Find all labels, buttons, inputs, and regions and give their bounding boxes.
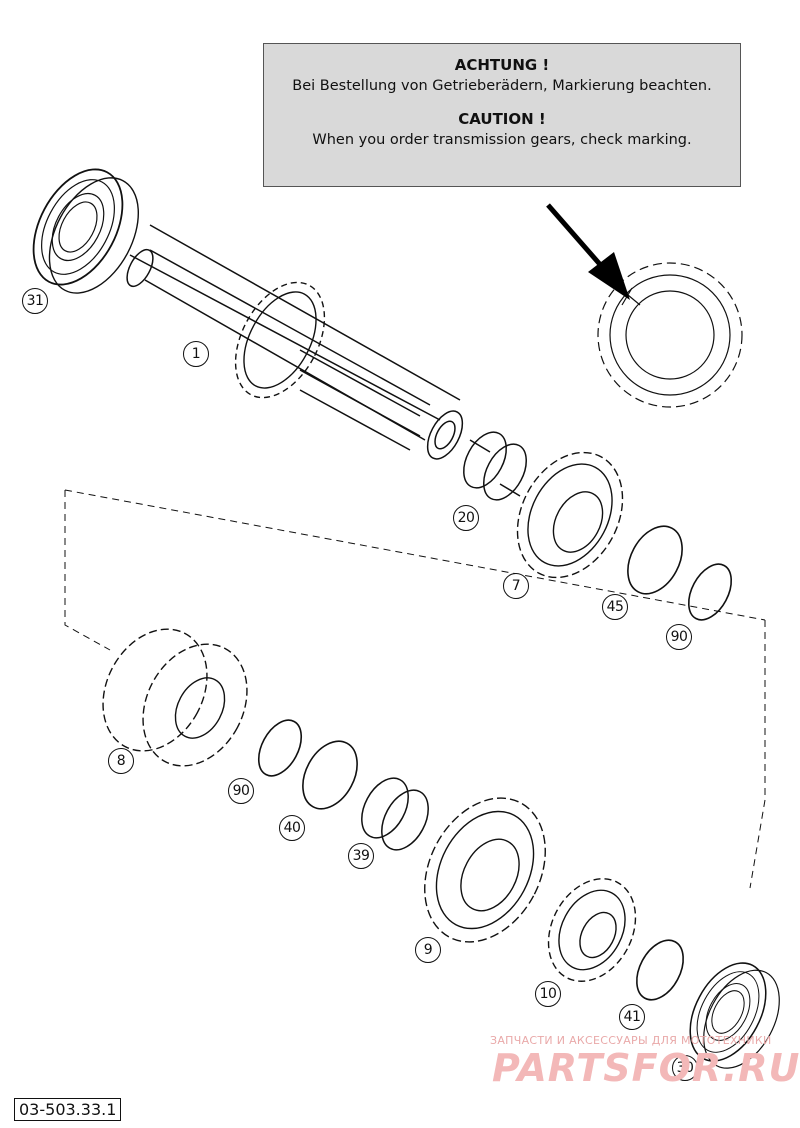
- arrow-indicator: [546, 203, 630, 300]
- notice-title-en: CAUTION !: [458, 110, 546, 128]
- callout-9: 9: [415, 937, 441, 963]
- watermark-tagline: ЗАПЧАСТИ И АКСЕССУАРЫ ДЛЯ МОТОТЕХНИКИ: [490, 1034, 772, 1047]
- caution-notice: ACHTUNG ! Bei Bestellung von Getrieberäd…: [263, 43, 741, 187]
- washer-45: [627, 525, 683, 595]
- callout-45: 45: [602, 594, 628, 620]
- notice-text-de: Bei Bestellung von Getrieberädern, Marki…: [292, 78, 712, 94]
- shaft-gear-teeth: [234, 281, 326, 399]
- callout-30: 30: [672, 1055, 698, 1081]
- washer-41: [636, 939, 684, 1001]
- notice-title-de: ACHTUNG !: [454, 56, 550, 74]
- callout-40: 40: [279, 815, 305, 841]
- washer-40: [302, 740, 358, 810]
- gear-8: [102, 628, 248, 767]
- callout-39: 39: [348, 843, 374, 869]
- marked-gear: [597, 262, 743, 408]
- bush-39: [361, 777, 429, 851]
- watermark-logo: PARTSFOR.RU: [492, 1046, 800, 1090]
- part-number-label: 03-503.33.1: [14, 1098, 122, 1121]
- gear-7: [516, 451, 624, 579]
- dashed-leader-lines: [64, 489, 766, 889]
- callout-10: 10: [535, 981, 561, 1007]
- callout-31: 31: [22, 288, 48, 314]
- bearing-31: [14, 153, 142, 301]
- callout-1: 1: [183, 341, 209, 367]
- callout-20: 20: [453, 505, 479, 531]
- callout-90-bottom: 90: [228, 778, 254, 804]
- callout-7: 7: [503, 573, 529, 599]
- gear-10: [547, 878, 637, 982]
- circlip-90-bottom: [257, 719, 303, 777]
- notice-text-en: When you order transmission gears, check…: [312, 132, 692, 148]
- callout-8: 8: [108, 748, 134, 774]
- bush-20: [463, 431, 527, 501]
- callout-90-top: 90: [666, 624, 692, 650]
- circlip-90-top: [687, 563, 733, 621]
- callout-41: 41: [619, 1004, 645, 1030]
- main-shaft: [126, 224, 464, 460]
- gear-9: [424, 797, 546, 943]
- bearing-30: [673, 949, 783, 1075]
